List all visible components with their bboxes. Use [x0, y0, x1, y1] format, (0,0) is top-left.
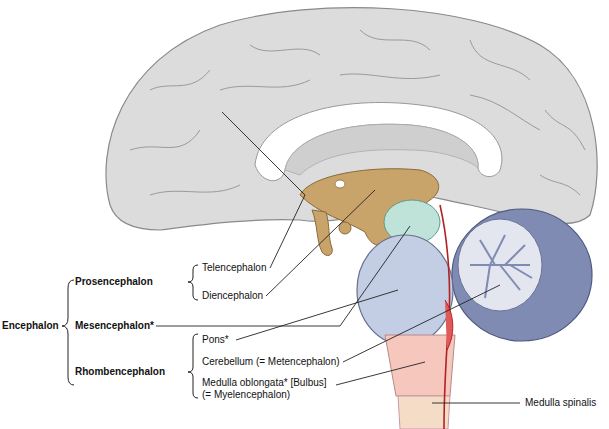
part-label: Diencephalon: [202, 290, 263, 302]
group-label: Mesencephalon*: [75, 320, 154, 332]
part-label: Cerebellum (= Metencephalon): [202, 356, 340, 368]
part-label: Pons*: [202, 334, 229, 346]
part-label: Telencephalon: [202, 262, 267, 274]
part-label: Medulla spinalis: [525, 397, 596, 409]
part-label: Medulla oblongata* [Bulbus] (= Myelencep…: [202, 377, 332, 401]
group-label: Prosencephalon: [75, 276, 153, 288]
group-label: Rhombencephalon: [75, 366, 165, 378]
group-label: Encephalon: [2, 320, 59, 332]
